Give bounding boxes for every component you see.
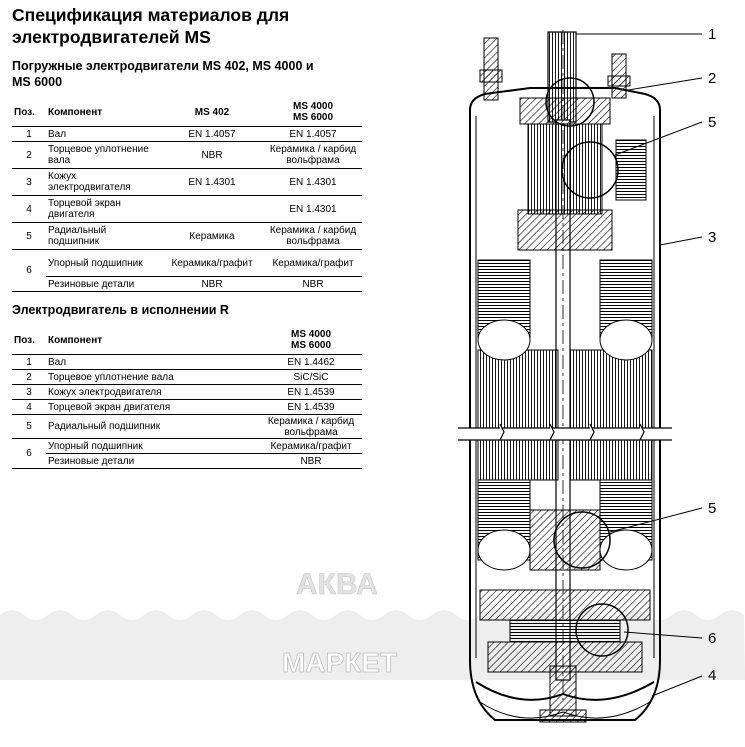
header-pos: Поз. <box>14 334 35 346</box>
header-component: Компонент <box>48 334 103 346</box>
header-component: Компонент <box>48 106 103 118</box>
table-row: 3 Кожух электродвигателя EN 1.4539 <box>12 385 362 400</box>
callout-6: 6 <box>708 630 716 647</box>
header-pos: Поз. <box>14 106 35 118</box>
table-row: Резиновые детали NBR <box>12 454 362 469</box>
detail-circles <box>545 77 629 657</box>
header-ms402: MS 402 <box>194 106 230 118</box>
motor-cross-section-drawing: 1 2 5 3 5 6 4 <box>458 26 716 723</box>
upper-bearing-assembly <box>517 97 647 251</box>
table-row: 2 Торцевое уплотнение вала SiC/SiC <box>12 370 362 385</box>
table-row: 2 Торцевое уплотнение вала NBR Керамика … <box>12 141 362 169</box>
materials-table-ms: Поз. Компонент MS 402 MS 4000 MS 6000 1 … <box>12 98 362 292</box>
table-row: 6 Упорный подшипник Керамика/графит Кера… <box>12 249 362 292</box>
spec-panel: Спецификация материалов для электродвига… <box>12 4 367 469</box>
table-row: 4 Торцевой экран двигателя EN 1.4301 <box>12 195 362 223</box>
watermark-line1: АКВА <box>296 568 378 601</box>
callout-2: 2 <box>708 70 716 87</box>
table-row: 4 Торцевой экран двигателя EN 1.4539 <box>12 400 362 415</box>
header-ms4000: MS 4000 MS 6000 <box>290 329 332 351</box>
callout-numbers: 1 2 5 3 5 6 4 <box>708 26 716 684</box>
table-row: 5 Радиальный подшипник Керамика / карбид… <box>12 415 362 439</box>
section2-title: Электродвигатель в исполнении R <box>12 303 229 317</box>
callout-5-upper: 5 <box>708 114 716 131</box>
table-row: 3 Кожух электродвигателя EN 1.4301 EN 1.… <box>12 168 362 196</box>
callout-1: 1 <box>708 26 716 43</box>
table-header-row: Поз. Компонент MS 4000 MS 6000 <box>12 326 362 355</box>
callout-leaders <box>576 33 703 697</box>
table-row: 1 Вал EN 1.4462 <box>12 355 362 370</box>
callout-4: 4 <box>708 667 716 684</box>
motor-housing <box>469 87 661 721</box>
callout-5-lower: 5 <box>708 500 716 517</box>
table-header-row: Поз. Компонент MS 402 MS 4000 MS 6000 <box>12 98 362 127</box>
callout-3: 3 <box>708 229 716 246</box>
watermark-line2: МАРКЕТ <box>282 647 397 678</box>
terminal-studs <box>479 37 631 101</box>
table-row: 6 Упорный подшипник Керамика/графит <box>12 439 362 459</box>
lower-bearing-assembly <box>479 509 651 673</box>
table-row: 1 Вал EN 1.4057 EN 1.4057 <box>12 126 362 142</box>
bottom-diaphragm <box>475 665 655 723</box>
page-title: Спецификация материалов для электродвига… <box>12 5 290 47</box>
break-lines <box>458 423 672 441</box>
table-row: Резиновые детали NBR NBR <box>12 277 362 292</box>
section1-title: Погружные электродвигатели MS 402, MS 40… <box>12 59 314 89</box>
materials-table-r: Поз. Компонент MS 4000 MS 6000 1 Вал EN … <box>12 326 362 469</box>
table-row: 5 Радиальный подшипник Керамика Керамика… <box>12 222 362 250</box>
stator <box>477 259 653 571</box>
header-ms4000: MS 4000 MS 6000 <box>292 101 334 123</box>
